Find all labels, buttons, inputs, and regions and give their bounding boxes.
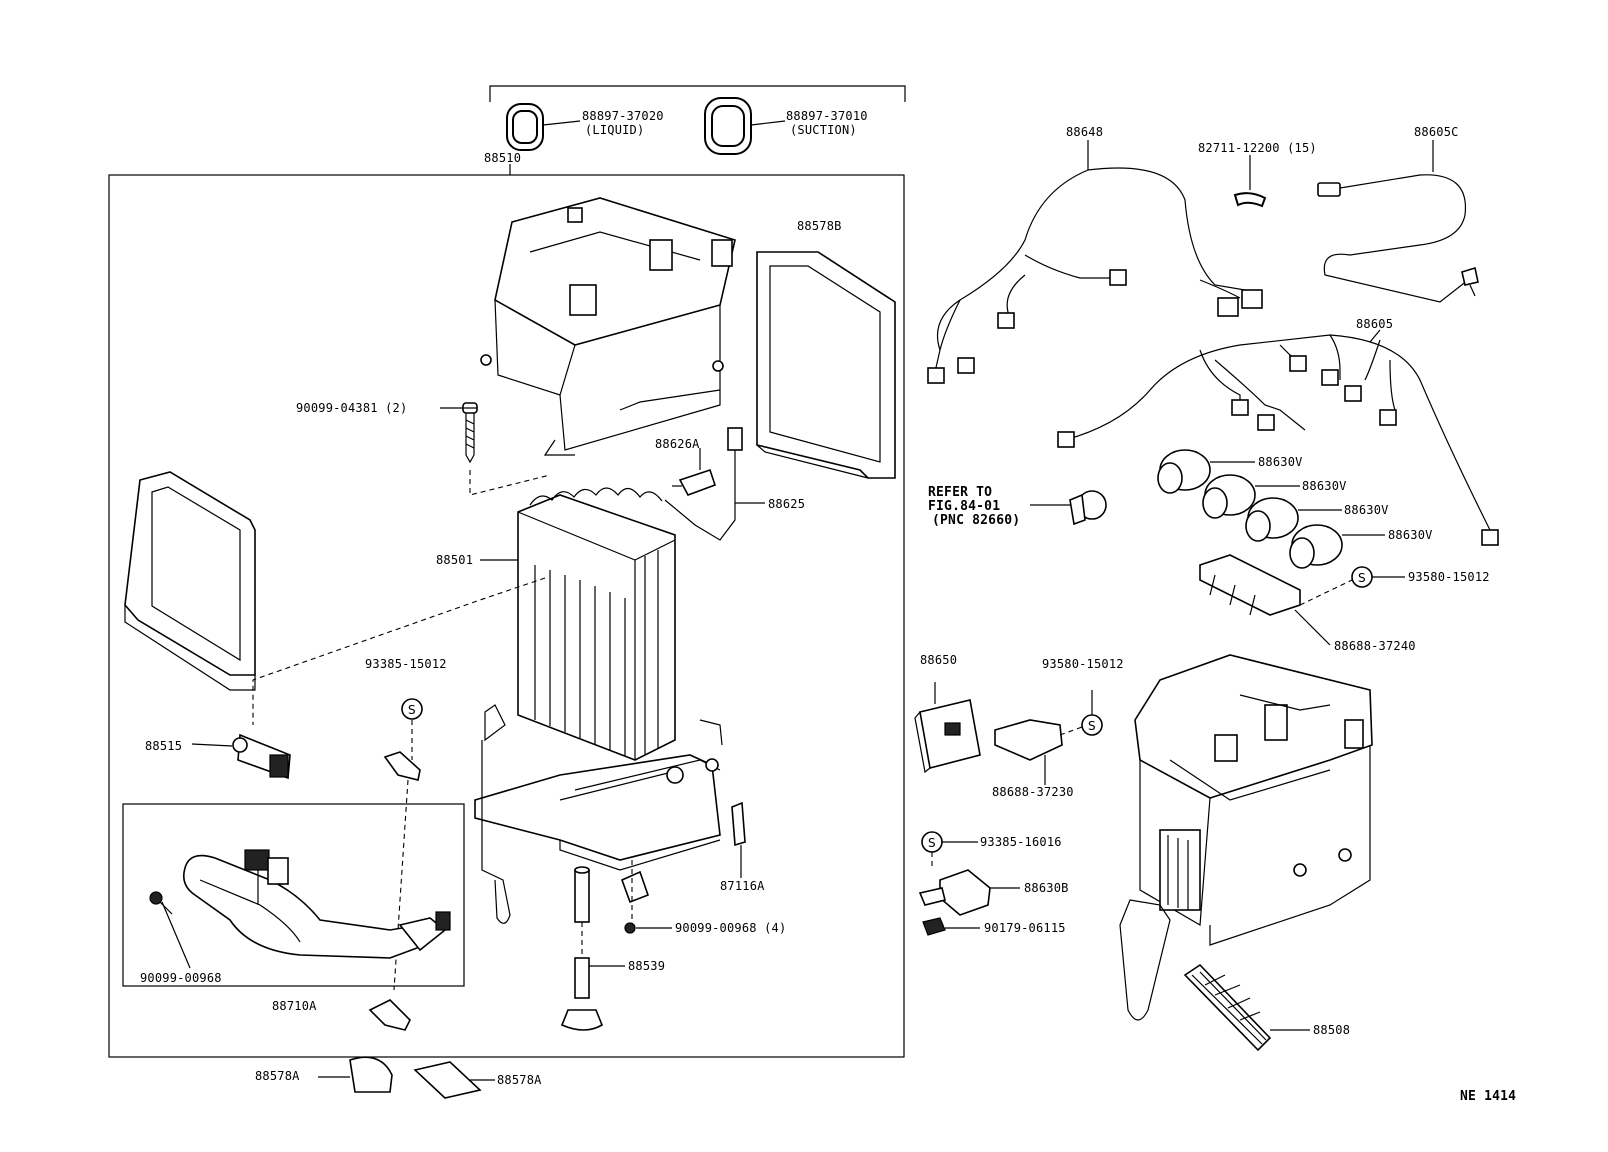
label-evaporator: 88501 [436,553,474,567]
label-screw-93580-b: 93580-15012 [1042,657,1124,671]
svg-text:S: S [408,703,416,717]
label-bracket-88688-37240: 88688-37240 [1334,639,1416,653]
label-packing-88578a-2: 88578A [497,1073,542,1087]
packing-left-frame-icon [124,471,256,691]
packing-88578a-icon-1 [349,1056,393,1093]
svg-text:S: S [1358,571,1366,585]
seal-suction-icon [704,97,752,155]
sensor-88626a-icon [672,468,717,496]
drain-hose-icon [560,866,603,1031]
wire-harness-88605-icon [1057,334,1499,546]
lower-case-icon [474,704,723,924]
label-servo-3: 88630V [1344,503,1389,517]
amplifier-88650-icon [914,699,981,774]
label-screw-90099-00968-4: 90099-00968 (4) [675,921,787,935]
blower-case-right-icon [1119,654,1373,1021]
bracket-88688-37240-icon [1199,554,1301,616]
diagram-code: NE 1414 [1460,1089,1517,1104]
label-servo-2: 88630V [1302,479,1347,493]
label-wire-88648: 88648 [1066,125,1104,139]
clamp-icon [1233,192,1267,208]
label-clip-87116a: 87116A [720,879,765,893]
label-relay-88630b: 88630B [1024,881,1069,895]
bracket-clip-icon-1 [383,751,421,781]
label-seal-liquid-note: (LIQUID) [585,123,645,137]
label-screw-93385-15012: 93385-15012 [365,657,447,671]
label-unit-assy: 88510 [484,151,522,165]
servo-motor-icon-1 [1157,449,1211,494]
servo-motor-icon-2 [1202,474,1256,519]
nut-icon [922,917,946,936]
packing-88578a-icon-2 [413,1061,482,1099]
wire-88605c-icon [1317,174,1479,303]
clip-87116a-icon [731,801,746,847]
label-seal-liquid: 88897-37020 [582,109,664,123]
label-tube-88710a: 88710A [272,999,317,1013]
label-filter-88508: 88508 [1313,1023,1351,1037]
svg-text:S: S [1088,719,1096,733]
seal-liquid-icon [506,103,544,151]
cooling-tube-icon [182,849,451,959]
label-refer-2: FIG.84-01 [928,499,1001,514]
label-screw-93385-16016: 93385-16016 [980,835,1062,849]
relay-88630b-icon [918,869,991,916]
label-clamp: 82711-12200 (15) [1198,141,1317,155]
refer-connector-icon [1069,490,1107,526]
label-screw-90099-00968: 90099-00968 [140,971,222,985]
bracket-clip-icon-2 [368,999,411,1031]
label-servo-1: 88630V [1258,455,1303,469]
label-seal-suction-note: (SUCTION) [790,123,857,137]
label-drain-88539: 88539 [628,959,666,973]
unit-assembly-frame [108,174,905,1058]
evaporator-icon [517,487,676,761]
label-refer-3: (PNC 82660) [932,513,1021,528]
label-servo-4: 88630V [1388,528,1433,542]
label-packing-88578b: 88578B [797,219,842,233]
seal-group-bracket [489,85,906,102]
thermistor-88625-icon [664,427,743,541]
label-wire-88605: 88605 [1356,317,1394,331]
label-valve-88515: 88515 [145,739,183,753]
label-nut-90179: 90179-06115 [984,921,1066,935]
packing-88578b-icon [756,251,896,479]
tube-subassembly-frame [122,803,465,987]
svg-text:S: S [928,836,936,850]
label-seal-suction: 88897-37010 [786,109,868,123]
wire-harness-88648-icon [927,167,1263,384]
servo-motor-icon-4 [1289,524,1343,569]
label-bracket-88688-37230: 88688-37230 [992,785,1074,799]
label-sensor-88626a: 88626A [655,437,700,451]
expansion-valve-icon [232,733,291,780]
label-thermistor-88625: 88625 [768,497,806,511]
servo-motor-icon-3 [1245,497,1299,542]
bolt-icon [462,402,478,464]
label-screw-93580-a: 93580-15012 [1408,570,1490,584]
label-packing-88578a-1: 88578A [255,1069,300,1083]
bracket-88688-37230-icon [994,719,1063,761]
label-amp-88650: 88650 [920,653,958,667]
label-wire-88605c: 88605C [1414,125,1459,139]
screw-90099-00968-icon [149,891,173,915]
label-bolt: 90099-04381 (2) [296,401,408,415]
filter-88508-icon [1183,963,1272,1052]
screw-s-mark-icon-1 [401,698,423,720]
upper-case-icon [480,197,736,456]
label-refer-1: REFER TO [928,485,993,500]
screw-90099-00968-4-icon [620,870,650,934]
